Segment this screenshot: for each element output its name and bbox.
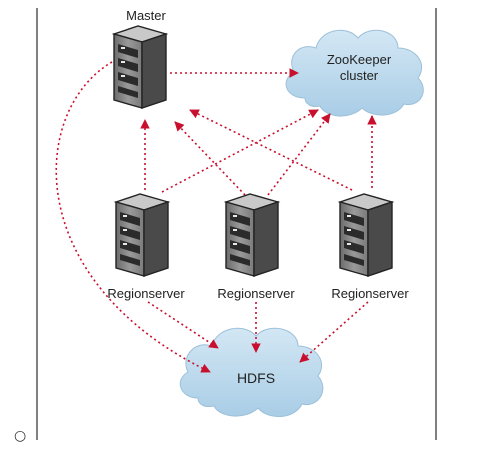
- arrow-rs-mid-zookeeper: [267, 113, 331, 196]
- zookeeper-label-line1: ZooKeeper: [327, 52, 392, 67]
- arrow-rs-right-master: [189, 109, 353, 191]
- regionserver-right-label: Regionserver: [331, 286, 409, 301]
- arrow-rs-left-hdfs: [147, 301, 219, 349]
- connection-arrows: [55, 61, 377, 373]
- arrow-rs-right-hdfs: [299, 301, 369, 363]
- regionserver-left-label: Regionserver: [107, 286, 185, 301]
- arrow-rs-left-zookeeper: [161, 109, 319, 193]
- hdfs-cloud-icon: [179, 327, 324, 417]
- list-bullet: ○: [14, 428, 27, 444]
- arrow-master-hdfs: [55, 61, 211, 373]
- arrow-rs-mid-master: [174, 121, 246, 196]
- regionserver-mid-icon: [225, 193, 279, 277]
- regionserver-mid-label: Regionserver: [217, 286, 295, 301]
- zookeeper-cloud-icon: [285, 29, 424, 117]
- regionserver-right-icon: [339, 193, 393, 277]
- master-server-icon: [113, 25, 167, 109]
- regionserver-left-icon: [115, 193, 169, 277]
- hdfs-label: HDFS: [237, 370, 275, 386]
- master-label: Master: [126, 8, 166, 23]
- zookeeper-label-line2: cluster: [340, 68, 379, 83]
